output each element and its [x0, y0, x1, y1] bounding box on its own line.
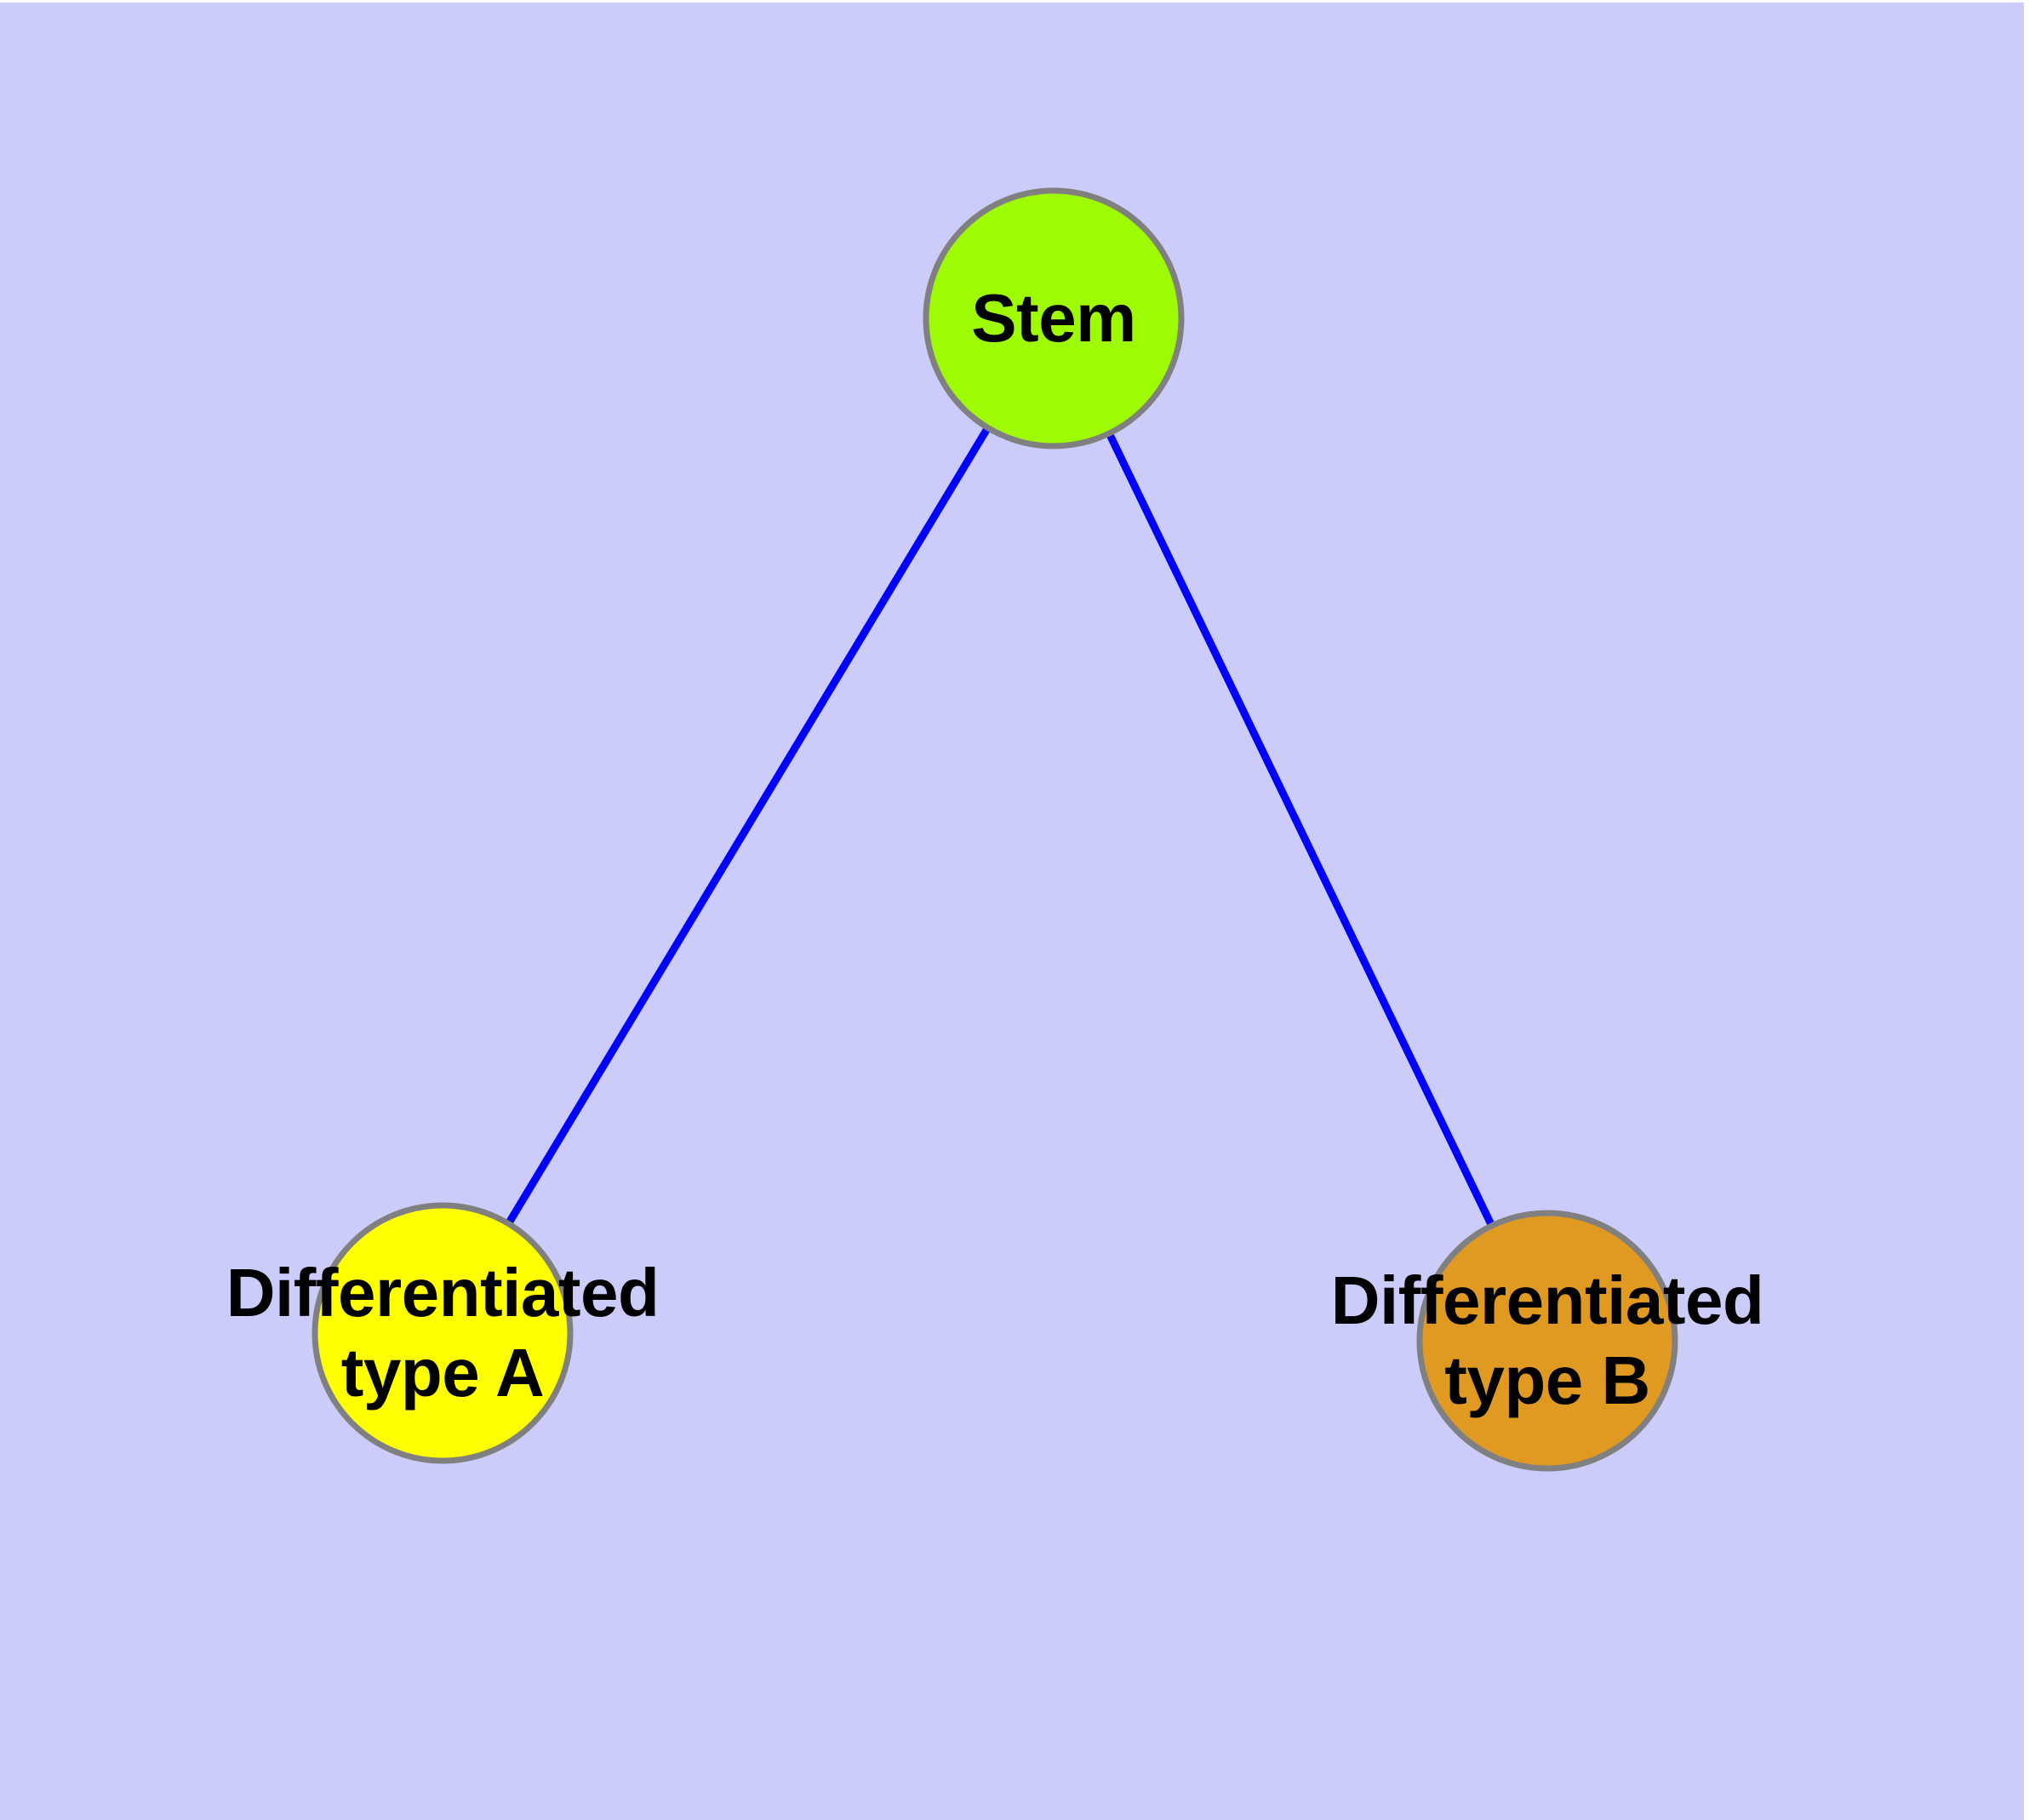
node-stem[interactable] [923, 187, 1185, 449]
node-differentiated-type-b[interactable] [1416, 1210, 1678, 1472]
edge-stem-diff-b[interactable] [1049, 317, 1552, 1342]
node-layer [311, 187, 1678, 1472]
edge-layer [439, 316, 1552, 1342]
edge-stem-diff-a[interactable] [439, 316, 1057, 1336]
node-differentiated-type-a[interactable] [311, 1202, 574, 1464]
